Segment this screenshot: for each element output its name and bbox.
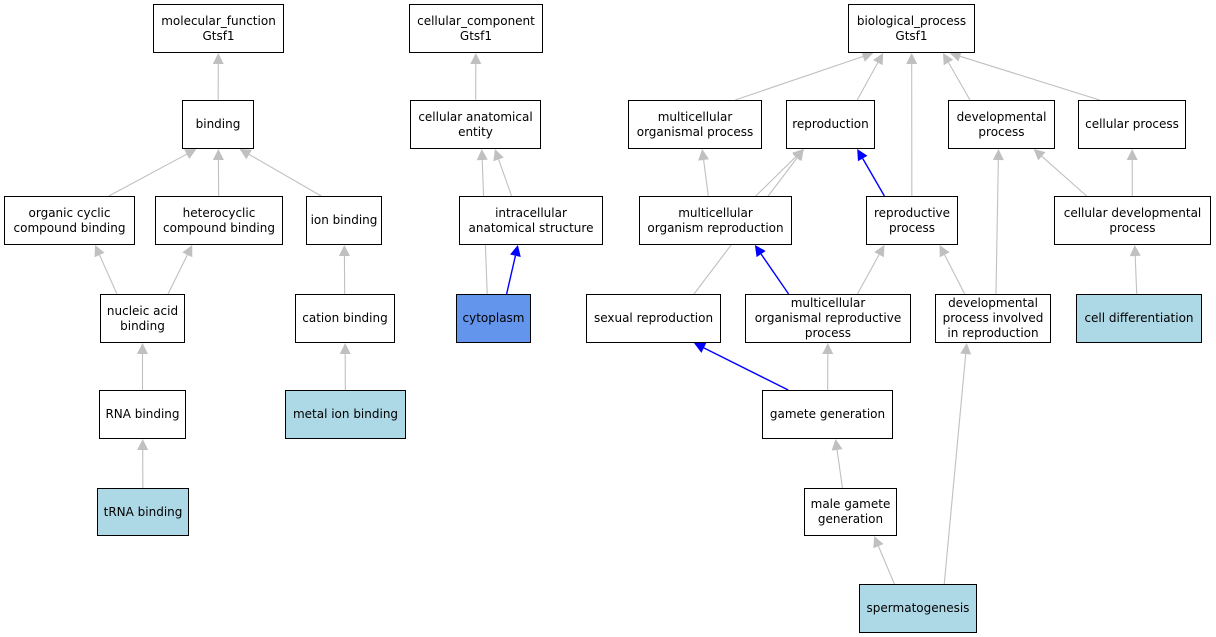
edge-multicellular-organism-reproduction-to-reproduction	[755, 156, 797, 197]
edge-developmental-to-biological-process	[948, 62, 971, 101]
arrowhead-multicellular-organismal-to-biological-process	[861, 51, 874, 62]
node-cation-binding: cation binding	[295, 294, 395, 343]
arrowhead-gamete-generation-to-multicellular-reproductive	[822, 343, 834, 355]
arrowhead-heterocyclic-to-binding	[212, 149, 224, 161]
node-heterocyclic: heterocyclic compound binding	[155, 196, 283, 245]
edge-cytoplasm-to-intracellular	[505, 255, 517, 295]
node-cell-differentiation: cell differentiation	[1076, 294, 1202, 343]
node-reproduction: reproduction	[786, 100, 875, 149]
arrowhead-multicellular-reproductive-to-reproductive-process	[874, 245, 885, 258]
arrowhead-rna-binding-to-nucleic-acid	[137, 343, 148, 354]
arrowhead-gamete-generation-to-sexual-reproduction	[694, 342, 707, 353]
arrowhead-reproductive-process-to-reproduction	[857, 149, 868, 162]
arrowhead-ion-binding-to-binding	[239, 149, 252, 160]
edge-cellular-developmental-to-developmental	[1041, 155, 1088, 197]
node-cellular-developmental: cellular developmental process	[1054, 196, 1211, 245]
node-cytoplasm: cytoplasm	[456, 294, 531, 343]
arrowhead-organic-cyclic-to-binding	[184, 149, 197, 160]
arrowhead-spermatogenesis-to-male-gamete	[873, 536, 884, 549]
node-male-gamete: male gamete generation	[804, 488, 897, 536]
edge-reproduction-to-biological-process	[856, 62, 879, 101]
node-multicellular-organismal: multicellular organismal process	[628, 100, 762, 149]
node-ion-binding: ion binding	[306, 196, 382, 245]
arrowhead-intracellular-to-cellular-anatomical	[493, 149, 504, 162]
node-binding: binding	[182, 100, 254, 149]
node-multicellular-organism-reproduction: multicellular organism reproduction	[639, 196, 792, 245]
arrowhead-trna-binding-to-rna-binding	[137, 439, 149, 451]
node-gamete-generation: gamete generation	[762, 390, 893, 439]
node-trna-binding: tRNA binding	[97, 488, 189, 536]
node-multicellular-reproductive: multicellular organismal reproductive pr…	[745, 294, 911, 343]
edge-spermatogenesis-to-male-gamete	[877, 545, 895, 585]
node-sexual-reproduction: sexual reproduction	[586, 294, 721, 343]
edge-multicellular-reproductive-to-multicellular-organism-reproduction	[760, 253, 790, 295]
arrowhead-developmental-reproduction-to-developmental	[992, 149, 1004, 161]
arrowhead-cell-differentiation-to-cellular-developmental	[1129, 245, 1141, 257]
node-cellular-anatomical: cellular anatomical entity	[410, 100, 541, 149]
edge-developmental-reproduction-to-developmental	[995, 159, 999, 295]
arrowhead-multicellular-reproductive-to-multicellular-organism-reproduction	[754, 245, 766, 258]
edge-cellular-process-to-biological-process	[959, 55, 1100, 101]
arrowhead-nucleic-acid-to-heterocyclic	[182, 245, 193, 258]
edge-multicellular-reproductive-to-reproductive-process	[856, 254, 880, 295]
arrowhead-developmental-reproduction-to-reproductive-process	[939, 245, 950, 258]
arrowhead-cytoplasm-to-cellular-anatomical	[476, 149, 488, 161]
node-reproductive-process: reproductive process	[866, 196, 958, 245]
arrowhead-binding-to-molecular-function	[212, 53, 224, 65]
arrowhead-cellular-anatomical-to-cellular-component	[470, 53, 482, 65]
arrowhead-nucleic-acid-to-organic-cyclic	[94, 245, 105, 258]
node-metal-ion-binding: metal ion binding	[285, 390, 406, 439]
edge-nucleic-acid-to-heterocyclic	[167, 254, 188, 295]
arrowhead-sexual-reproduction-to-reproduction	[792, 149, 804, 162]
edge-male-gamete-to-gamete-generation	[836, 449, 843, 489]
arrowhead-cellular-developmental-to-cellular-process	[1126, 149, 1138, 161]
edge-developmental-reproduction-to-reproductive-process	[944, 254, 966, 295]
edge-reproductive-process-to-reproduction	[862, 158, 886, 197]
arrowhead-cation-binding-to-ion-binding	[338, 245, 350, 257]
edge-multicellular-organism-reproduction-to-multicellular-organismal	[703, 159, 709, 197]
arrowhead-metal-ion-binding-to-cation-binding	[339, 343, 351, 355]
arrowhead-cellular-developmental-to-developmental	[1033, 149, 1046, 161]
node-nucleic-acid: nucleic acid binding	[100, 294, 185, 343]
node-cellular-component: cellular_component Gtsf1	[409, 4, 543, 53]
arrowhead-cellular-process-to-biological-process	[949, 51, 962, 62]
arrowhead-multicellular-organism-reproduction-to-multicellular-organismal	[698, 149, 710, 161]
node-developmental: developmental process	[948, 100, 1055, 149]
node-biological-process: biological_process Gtsf1	[848, 4, 975, 53]
edge-cell-differentiation-to-cellular-developmental	[1134, 255, 1138, 295]
arrowhead-cytoplasm-to-intracellular	[510, 245, 521, 257]
edge-organic-cyclic-to-binding	[108, 153, 187, 197]
node-spermatogenesis: spermatogenesis	[859, 584, 977, 633]
arrowhead-reproduction-to-biological-process	[873, 53, 884, 66]
edge-nucleic-acid-to-organic-cyclic	[99, 254, 118, 295]
node-developmental-reproduction: developmental process involved in reprod…	[935, 294, 1051, 343]
edge-gamete-generation-to-sexual-reproduction	[703, 347, 789, 391]
node-rna-binding: RNA binding	[99, 390, 186, 439]
edge-spermatogenesis-to-developmental-reproduction	[943, 353, 967, 585]
node-cellular-process: cellular process	[1078, 100, 1186, 149]
node-organic-cyclic: organic cyclic compound binding	[4, 196, 135, 245]
edge-ion-binding-to-binding	[248, 154, 322, 197]
arrowhead-male-gamete-to-gamete-generation	[831, 439, 843, 451]
edge-multicellular-organismal-to-biological-process	[735, 56, 864, 101]
arrowhead-reproductive-process-to-biological-process	[906, 53, 918, 65]
arrowhead-spermatogenesis-to-developmental-reproduction	[960, 343, 972, 355]
arrowhead-developmental-to-biological-process	[943, 53, 954, 66]
node-molecular-function: molecular_function Gtsf1	[153, 4, 284, 53]
node-intracellular: intracellular anatomical structure	[459, 196, 603, 245]
edge-intracellular-to-cellular-anatomical	[498, 159, 513, 197]
